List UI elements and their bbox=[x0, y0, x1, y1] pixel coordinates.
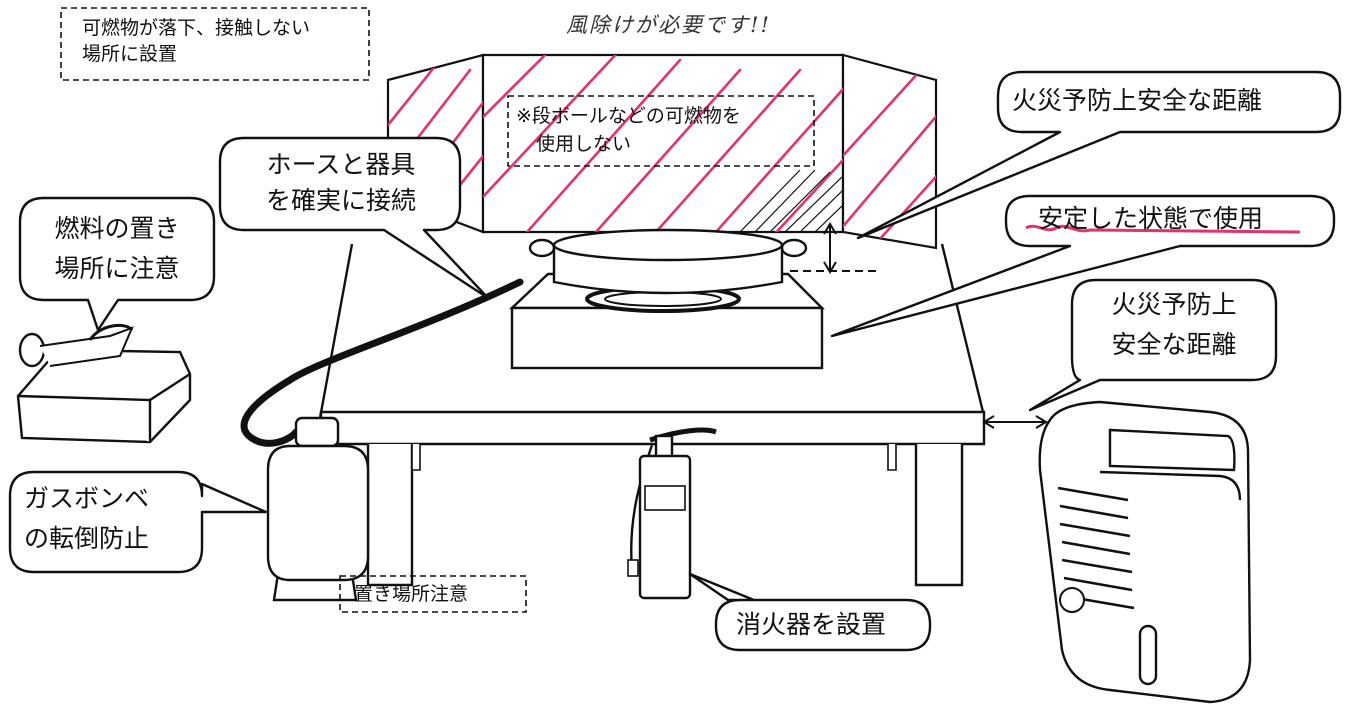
label-hose-line2: を確実に接続 bbox=[265, 186, 416, 215]
pink-underline-scribble bbox=[1025, 224, 1301, 234]
label-hose-line1: ホースと器具 bbox=[266, 150, 416, 179]
label-gas-line1: ガスボンベ bbox=[24, 484, 150, 513]
note-box-no-cardboard bbox=[507, 95, 815, 167]
stove bbox=[508, 272, 825, 370]
note-box-placement bbox=[339, 575, 527, 613]
distance-arrow-vertical bbox=[790, 222, 880, 274]
distance-arrow-horizontal bbox=[982, 415, 1048, 429]
fire-extinguisher bbox=[627, 427, 717, 600]
handwritten-windscreen-note: 風除けが必要です!! bbox=[566, 13, 771, 37]
label-stable-use: 安定した状態で使用 bbox=[1038, 204, 1264, 233]
gas-hose bbox=[240, 278, 524, 447]
note-no-cardboard-line2: 使用しない bbox=[536, 133, 632, 155]
label-fuel-line1: 燃料の置き bbox=[54, 214, 180, 243]
callout-safe-distance-top bbox=[856, 70, 1342, 240]
note-placement-caution: 置き場所注意 bbox=[354, 583, 469, 605]
label-heater-line1: 火災予防上 bbox=[1111, 290, 1237, 319]
note-combustible-line2: 場所に設置 bbox=[82, 43, 178, 65]
callout-fuel-storage bbox=[18, 196, 216, 332]
fuel-can bbox=[16, 323, 192, 444]
label-fuel-line2: 場所に注意 bbox=[54, 254, 180, 283]
note-combustible-line1: 可燃物が落下、接触しない bbox=[82, 17, 311, 39]
note-box-combustible bbox=[60, 7, 370, 81]
callout-extinguisher bbox=[688, 572, 932, 652]
callout-hose-connection bbox=[218, 136, 490, 300]
label-safe-distance-top: 火災予防上安全な距離 bbox=[1012, 86, 1263, 115]
note-no-cardboard-line1: ※段ボールなどの可燃物を bbox=[516, 105, 741, 127]
label-gas-line2: の転倒防止 bbox=[24, 524, 150, 553]
label-heater-line2: 安全な距離 bbox=[1111, 330, 1237, 359]
table bbox=[318, 243, 986, 587]
callout-gas-cylinder bbox=[8, 470, 268, 574]
kerosene-heater bbox=[1038, 400, 1252, 704]
label-extinguisher: 消火器を設置 bbox=[736, 610, 887, 639]
pot bbox=[528, 228, 808, 295]
callout-safe-distance-heater bbox=[1028, 278, 1278, 412]
gas-cylinder bbox=[266, 416, 370, 602]
